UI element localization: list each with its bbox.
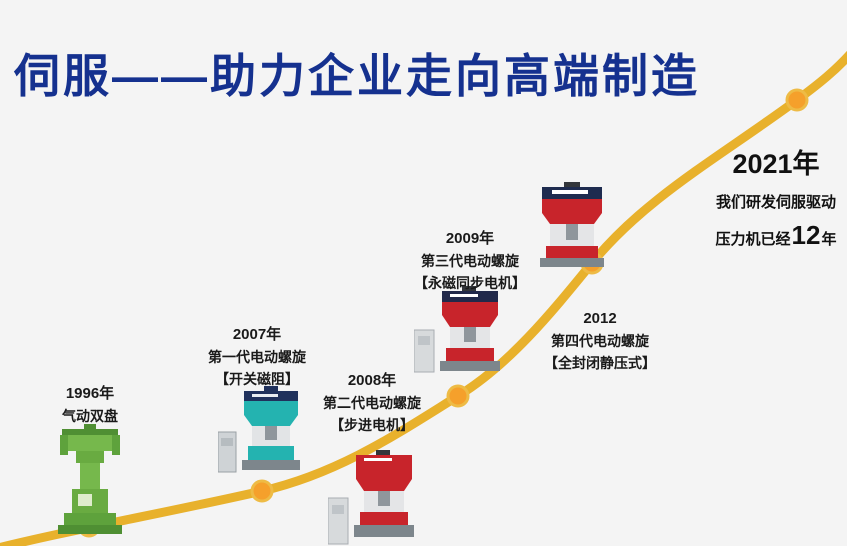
press-machine-1996 (50, 424, 130, 541)
milestone-line1: 第一代电动螺旋 (208, 349, 306, 365)
milestone-line2: 【全封闭静压式】 (544, 355, 656, 371)
milestone-line2: 【步进电机】 (330, 417, 414, 433)
milestone-marker-2008 (446, 384, 470, 408)
press-machine-2008 (327, 450, 424, 546)
highlight-2021: 2021年 我们研发伺服驱动 压力机已经12年 (696, 142, 847, 251)
press-machine-2009 (413, 286, 510, 383)
milestone-year: 2008年 (347, 372, 397, 389)
milestone-line1: 第四代电动螺旋 (551, 333, 649, 349)
press-machine-2007-image (217, 386, 300, 473)
growth-curve (0, 50, 847, 546)
press-machine-2007 (217, 386, 314, 483)
press-machine-1996-image (58, 424, 122, 534)
milestone-line2: 【开关磁阻】 (215, 371, 299, 387)
milestone-1996-label: 1996年 气动双盘 (38, 383, 142, 427)
press-machine-2009-image (413, 286, 500, 373)
milestone-year: 2009年 (445, 230, 495, 247)
highlight-year: 2021年 (732, 149, 820, 179)
milestone-line1: 气动双盘 (62, 408, 118, 424)
press-machine-2008-image (327, 450, 414, 545)
milestone-marker-2021 (785, 88, 809, 112)
milestone-2007-label: 2007年 第一代电动螺旋 【开关磁阻】 (192, 324, 322, 390)
highlight-line2: 压力机已经12年 (696, 220, 847, 251)
milestone-marker-2007 (250, 479, 274, 503)
milestone-2008-label: 2008年 第二代电动螺旋 【步进电机】 (308, 370, 436, 436)
highlight-big-number: 12 (791, 220, 821, 250)
press-machine-2021-image (540, 182, 604, 267)
milestone-line1: 第二代电动螺旋 (323, 395, 421, 411)
highlight-line2-suffix: 年 (821, 231, 837, 248)
milestone-year: 2012 (583, 310, 617, 327)
milestone-2009-label: 2009年 第三代电动螺旋 【永磁同步电机】 (400, 228, 540, 294)
milestone-line2: 【永磁同步电机】 (414, 275, 526, 291)
page-title: 伺服——助力企业走向高端制造 (14, 50, 700, 102)
milestone-line1: 第三代电动螺旋 (421, 253, 519, 269)
milestone-year: 2007年 (232, 326, 282, 343)
highlight-line1: 我们研发伺服驱动 (715, 194, 836, 211)
press-machine-2021 (526, 182, 618, 273)
highlight-line2-prefix: 压力机已经 (715, 231, 791, 248)
milestone-2012-label: 2012 第四代电动螺旋 【全封闭静压式】 (532, 308, 668, 374)
milestone-year: 1996年 (65, 385, 115, 402)
